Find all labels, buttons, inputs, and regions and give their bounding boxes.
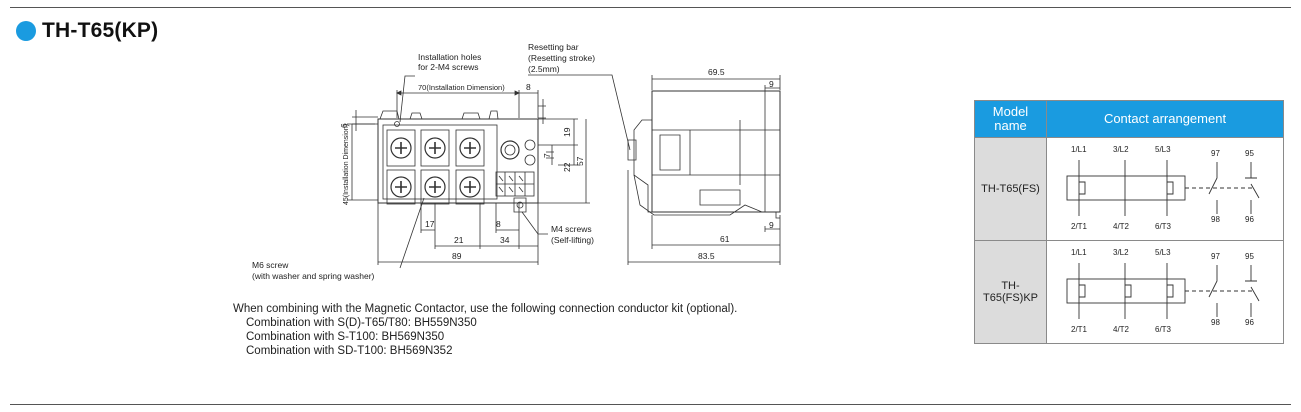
resetting-bar-label-3: (2.5mm) (528, 64, 560, 74)
vertical-install-dim-label: 45(Installation Dimension) (343, 124, 350, 205)
model-cell: TH-T65(FS)KP (974, 240, 1047, 344)
terminal-label: 1/L1 (1071, 145, 1087, 154)
dim-57-label: 57 (575, 156, 585, 166)
aux-label: 96 (1245, 318, 1254, 327)
m6-screw-label-2: (with washer and spring washer) (252, 271, 375, 281)
top-rule (10, 7, 1291, 8)
aux-label: 97 (1211, 149, 1220, 158)
contact-diagram-fs: 1/L1 3/L2 5/L3 2/T1 4/T2 6/T3 97 95 98 9… (1066, 145, 1260, 231)
contact-arrangement-table: Model name Contact arrangement TH-T65(FS… (974, 100, 1284, 344)
connection-notes: When combining with the Magnetic Contact… (233, 302, 737, 358)
terminal-label: 3/L2 (1113, 145, 1129, 154)
dim-8-label: 8 (526, 82, 531, 92)
dim-9a-label: 9 (769, 79, 774, 89)
terminal-label: 5/L3 (1155, 145, 1171, 154)
install-dim-label: 70(Installation Dimension) (418, 83, 505, 92)
dim-19-label: 19 (562, 127, 572, 137)
terminal-label: 1/L1 (1071, 248, 1087, 257)
terminal-label: 2/T1 (1071, 222, 1088, 231)
table-row: TH-T65(FS) 1/L1 3/L2 5/L3 2/T1 4/T2 6/T3… (974, 137, 1284, 241)
combo-line-1: Combination with S(D)-T65/T80: BH559N350 (246, 317, 477, 329)
dim-34-label: 34 (500, 235, 510, 245)
bottom-rule (10, 404, 1291, 405)
terminal-label: 4/T2 (1113, 325, 1130, 334)
combo-line-3: Combination with SD-T100: BH569N352 (246, 345, 453, 357)
terminal-label: 2/T1 (1071, 325, 1088, 334)
terminal-label: 3/L2 (1113, 248, 1129, 257)
terminal-label: 6/T3 (1155, 222, 1172, 231)
notes-intro: When combining with the Magnetic Contact… (233, 303, 738, 315)
dim-8b-label: 8 (496, 219, 501, 229)
aux-label: 98 (1211, 318, 1220, 327)
dim-6-label: 6 (339, 123, 349, 128)
table-row: TH-T65(FS)KP 1/L1 3/L2 5/L3 2/T1 4/T2 6/… (974, 240, 1284, 344)
dim-69-5-label: 69.5 (708, 67, 725, 77)
model-cell: TH-T65(FS) (974, 137, 1047, 241)
model-header-line-2: name (994, 118, 1027, 133)
side-view (627, 75, 781, 265)
aux-label: 97 (1211, 252, 1220, 261)
dim-21-label: 21 (454, 235, 464, 245)
dim-17-label: 17 (425, 219, 435, 229)
contact-arrangement-header: Contact arrangement (1046, 100, 1284, 138)
contact-diagram-fskp: 1/L1 3/L2 5/L3 2/T1 4/T2 6/T3 97 95 98 9… (1066, 248, 1260, 334)
contact-diagram-cell: 1/L1 3/L2 5/L3 2/T1 4/T2 6/T3 97 95 98 9… (1046, 240, 1284, 344)
aux-label: 95 (1245, 252, 1254, 261)
aux-label: 95 (1245, 149, 1254, 158)
dim-22-label: 22 (562, 162, 572, 172)
m6-screw-label-1: M6 screw (252, 260, 289, 270)
resetting-bar-label-2: (Resetting stroke) (528, 53, 595, 63)
terminal-label: 5/L3 (1155, 248, 1171, 257)
m4-screws-label-1: M4 screws (551, 224, 592, 234)
aux-label: 96 (1245, 215, 1254, 224)
dim-83-5-label: 83.5 (698, 251, 715, 261)
resetting-bar-label-1: Resetting bar (528, 42, 579, 52)
model-name-header: Model name (974, 100, 1047, 138)
dim-9b-label: 9 (769, 220, 774, 230)
bullet-icon (16, 21, 36, 41)
front-view (347, 74, 631, 269)
page-title: TH-T65(KP) (16, 19, 158, 43)
aux-label: 98 (1211, 215, 1220, 224)
terminal-label: 4/T2 (1113, 222, 1130, 231)
dim-7-label: 7 (542, 153, 552, 158)
terminal-label: 6/T3 (1155, 325, 1172, 334)
m4-screws-label-2: (Self-lifting) (551, 235, 594, 245)
dim-89-label: 89 (452, 251, 462, 261)
model-header-line-1: Model (992, 104, 1029, 119)
combo-line-2: Combination with S-T100: BH569N350 (246, 331, 445, 343)
dim-61-label: 61 (720, 234, 730, 244)
page-title-text: TH-T65(KP) (42, 19, 159, 42)
install-holes-label-2: for 2-M4 screws (418, 62, 478, 72)
contact-diagram-cell: 1/L1 3/L2 5/L3 2/T1 4/T2 6/T3 97 95 98 9… (1046, 137, 1284, 241)
install-holes-label-1: Installation holes (418, 52, 481, 62)
